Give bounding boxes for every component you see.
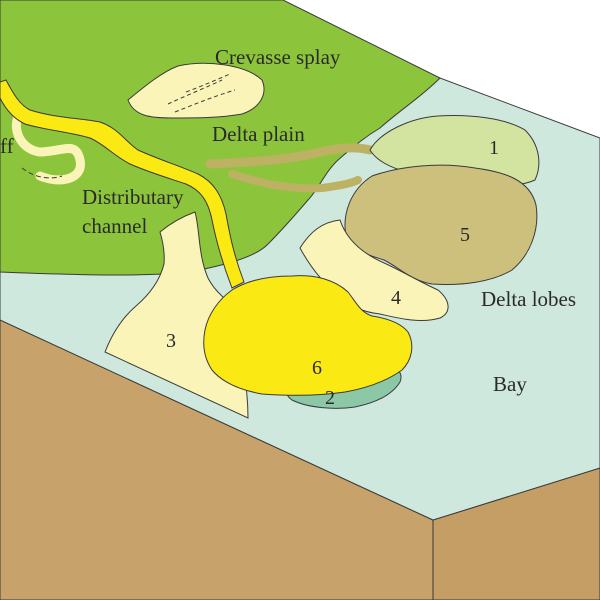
- label-delta-plain: Delta plain: [212, 122, 305, 146]
- label-lobe-1: 1: [489, 137, 499, 159]
- cutoff-loop: [11, 107, 85, 185]
- label-lobe-4: 4: [391, 287, 401, 309]
- label-distributary-channel-line2: channel: [82, 214, 147, 238]
- cutoff-loop-dash: [21, 167, 63, 179]
- label-distributary-channel-line1: Distributary: [82, 185, 184, 209]
- abandoned-channel-branch: [228, 170, 362, 193]
- abandoned-channel: [205, 143, 375, 169]
- label-crevasse-splay: Crevasse splay: [215, 45, 341, 69]
- delta-lobe-6: [203, 275, 413, 396]
- distributary-channel: [0, 79, 245, 289]
- crevasse-splay-area: [127, 62, 265, 119]
- label-lobe-6: 6: [312, 357, 322, 379]
- label-lobe-3: 3: [166, 330, 176, 352]
- label-delta-lobes: Delta lobes: [481, 287, 576, 311]
- label-lobe-2: 2: [325, 387, 335, 409]
- delta-plain-area: [0, 0, 441, 276]
- crevasse-splay-dashes: [167, 73, 236, 113]
- label-cutoff-fragment: ff: [0, 134, 14, 158]
- label-bay: Bay: [493, 372, 527, 396]
- label-lobe-5: 5: [460, 224, 470, 246]
- delta-lobe-5: [344, 164, 538, 285]
